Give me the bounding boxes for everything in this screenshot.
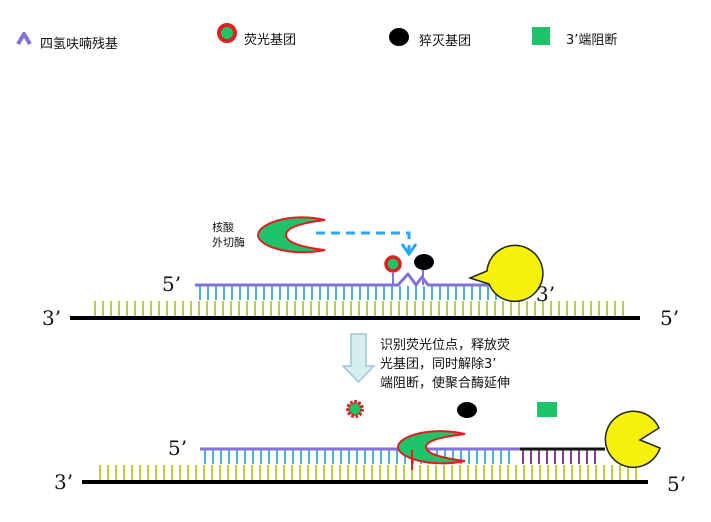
legend-block-label: 3’端阻断: [566, 33, 618, 48]
bottom-probe-5prime-label: 5’: [168, 436, 188, 460]
bottom-template-5prime-label: 5’: [667, 472, 687, 496]
bottom-polymerase-icon: [604, 410, 661, 469]
bottom-extension-ticks: [522, 450, 596, 464]
top-probe-5prime-label: 5’: [162, 272, 182, 296]
exonuclease-icon: [256, 216, 326, 254]
probe-fluorophore: [384, 255, 402, 273]
legend-thf-label: 四氢呋喃残基: [40, 37, 119, 52]
released-quencher: [457, 402, 477, 418]
thf-residue-icon: [16, 32, 32, 46]
bottom-template-ticks: [99, 465, 637, 481]
top-probe-ticks: [199, 286, 513, 300]
fluorophore-icon: [217, 23, 237, 43]
process-down-arrow: [341, 333, 376, 384]
cleavage-arrowhead: [400, 243, 418, 257]
step-line2: 光基团，同时解除3’: [380, 357, 497, 372]
released-block: [537, 402, 557, 417]
block-icon: [532, 27, 550, 45]
exonuclease-label: 核酸 外切酶: [212, 220, 252, 250]
top-template-ticks: [94, 301, 624, 317]
bottom-exonuclease-icon: [396, 430, 466, 465]
legend-fluor-label: 荧光基团: [244, 33, 297, 48]
polymerase-icon: [467, 244, 544, 303]
top-template-3prime-label: 3’: [42, 306, 62, 330]
top-template-5prime-label: 5’: [660, 306, 680, 330]
step-line1: 识别荧光位点，释放荧: [380, 338, 511, 353]
bottom-template-3prime-label: 3’: [54, 470, 74, 494]
cleavage-arrow: [316, 231, 411, 252]
top-probe-3prime-label: 3’: [536, 282, 556, 306]
probe-quencher: [414, 254, 434, 270]
step-description: 识别荧光位点，释放荧 光基团，同时解除3’ 端阻断，使聚合酶延伸: [380, 336, 610, 393]
released-fluorophore: [346, 400, 364, 418]
quencher-icon: [389, 28, 409, 46]
step-line3: 端阻断，使聚合酶延伸: [380, 376, 511, 391]
legend-quencher-label: 猝灭基团: [419, 34, 472, 49]
exonuclease-label-line1: 核酸: [212, 221, 234, 234]
top-probe-strand: [195, 272, 520, 287]
exonuclease-label-line2: 外切酶: [212, 236, 245, 249]
